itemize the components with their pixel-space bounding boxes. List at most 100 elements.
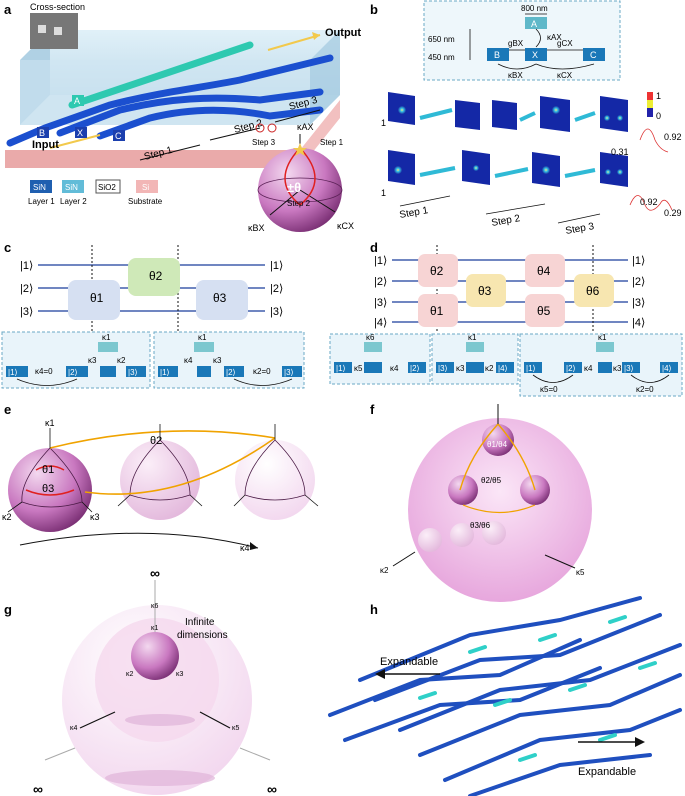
d-theta4: θ4 xyxy=(537,264,551,278)
d-b3-k5: κ5=0 xyxy=(540,385,558,394)
legend-sio2: SiO2 xyxy=(98,183,116,192)
c-gate-2 xyxy=(128,258,180,296)
c-theta3: θ3 xyxy=(213,291,227,305)
legend-substrate: Substrate xyxy=(128,197,163,206)
f-theta-1: θ1/θ4 xyxy=(487,440,508,449)
d-b3-k4: κ4 xyxy=(584,364,593,373)
panel-label-b: b xyxy=(370,2,378,17)
d-port-left-3: |3⟩ xyxy=(374,297,387,309)
e-trajectory xyxy=(49,430,276,495)
val-092a: 0.92 xyxy=(664,132,682,142)
f-nested-spheres xyxy=(392,404,592,602)
dim-450: 450 nm xyxy=(428,53,455,62)
c-theta2: θ2 xyxy=(149,269,163,283)
d-port-left-4: |4⟩ xyxy=(374,317,387,329)
d-b1-p2: |2⟩ xyxy=(410,364,420,373)
d-port-right-1: |1⟩ xyxy=(632,255,645,267)
d-b3-p2: |2⟩ xyxy=(566,364,576,373)
d-port-right-2: |2⟩ xyxy=(632,276,645,288)
c-b2-k3: κ3 xyxy=(213,356,222,365)
dim-650: 650 nm xyxy=(428,35,455,44)
b-step-arrows xyxy=(399,195,601,224)
d-b3-p3: |3⟩ xyxy=(624,364,634,373)
panel-label-g: g xyxy=(4,602,12,617)
c-coupler-box-1 xyxy=(1,331,151,389)
coupler-geometry-box xyxy=(423,0,621,81)
geom-kcx: κCX xyxy=(557,71,573,80)
b-step3: Step 3 xyxy=(565,221,596,237)
b-step2: Step 2 xyxy=(491,213,522,229)
c-coupler-box-2 xyxy=(153,331,305,389)
c-b1-p2: |2⟩ xyxy=(68,368,78,377)
c-b2-k4: κ4 xyxy=(184,356,193,365)
val-029: 0.29 xyxy=(664,208,682,218)
val-1a: 1 xyxy=(381,118,386,128)
f-theta-2: θ2/θ5 xyxy=(481,476,502,485)
output-label: Output xyxy=(325,27,361,39)
d-gate-2 xyxy=(418,254,458,287)
c-port-left-1: |1⟩ xyxy=(20,260,33,272)
layer-legend xyxy=(30,179,158,194)
g-dimensions: dimensions xyxy=(177,630,228,641)
val-092b: 0.92 xyxy=(640,197,658,207)
d-theta6: θ6 xyxy=(586,284,600,298)
d-b2-k1: κ1 xyxy=(468,333,477,342)
legend-layer2: Layer 2 xyxy=(60,197,87,206)
c-b1-p1: |1⟩ xyxy=(8,368,18,377)
d-gate-4 xyxy=(525,254,565,287)
e-sphere-1 xyxy=(8,447,92,532)
panel-label-a: a xyxy=(4,2,12,17)
c-b2-p2: |2⟩ xyxy=(226,368,236,377)
sphere-step1: Step 1 xyxy=(320,138,344,147)
d-box1-waveguides xyxy=(334,342,426,373)
d-theta5: θ5 xyxy=(537,304,551,318)
c-b1-k1: κ1 xyxy=(102,333,111,342)
val-031: 0.31 xyxy=(611,147,629,157)
panel-label-f: f xyxy=(370,402,375,417)
d-b3-k3: κ3 xyxy=(613,364,622,373)
d-b2-k2: κ2 xyxy=(485,364,494,373)
d-b3-k1: κ1 xyxy=(598,333,607,342)
e-k4-arrow xyxy=(19,532,259,549)
geom-b: B xyxy=(494,50,500,60)
e-theta2: θ2 xyxy=(150,435,162,447)
c-box2-waveguides xyxy=(158,342,302,386)
cross-section-label: Cross-section xyxy=(30,2,85,12)
c-box1-waveguides xyxy=(6,342,146,386)
sphere-step2: Step 2 xyxy=(287,199,311,208)
d-box2-waveguides xyxy=(436,342,514,373)
h-waveguide-array xyxy=(328,596,682,796)
g-k4: κ4 xyxy=(70,725,78,732)
wg-x-label: X xyxy=(77,128,83,138)
geom-x: X xyxy=(532,50,538,60)
c-b2-p1: |1⟩ xyxy=(160,368,170,377)
d-coupler-box-1 xyxy=(329,333,431,385)
d-b1-k4: κ4 xyxy=(390,364,399,373)
input-label: Input xyxy=(32,139,59,151)
d-b1-p1: |1⟩ xyxy=(336,364,346,373)
g-k6: κ6 xyxy=(151,603,159,610)
panel-label-d: d xyxy=(370,240,378,255)
g-k2: κ2 xyxy=(126,671,134,678)
d-b2-p3: |3⟩ xyxy=(438,364,448,373)
bloch-sphere-a xyxy=(255,123,343,232)
output-profile-1 xyxy=(639,128,669,153)
sphere-kcx: κCX xyxy=(337,221,354,231)
legend-layer1: Layer 1 xyxy=(28,197,55,206)
geom-dimension-lines xyxy=(469,13,595,70)
val-1b: 1 xyxy=(381,188,386,198)
f-k2: κ2 xyxy=(380,566,389,575)
c-b2-k2: κ2=0 xyxy=(253,367,271,376)
g-inf-left: ∞ xyxy=(33,781,43,796)
panel-label-c: c xyxy=(4,240,11,255)
d-b1-k6: κ6 xyxy=(366,333,375,342)
legend-si: Si xyxy=(142,183,149,192)
g-k5: κ5 xyxy=(232,725,240,732)
e-k1: κ1 xyxy=(45,418,55,428)
output-profile-2 xyxy=(629,195,673,211)
wg-c-label: C xyxy=(115,131,122,141)
field-simulation-row-1 xyxy=(388,92,628,132)
c-port-left-3: |3⟩ xyxy=(20,306,33,318)
d-gate-5 xyxy=(525,294,565,327)
